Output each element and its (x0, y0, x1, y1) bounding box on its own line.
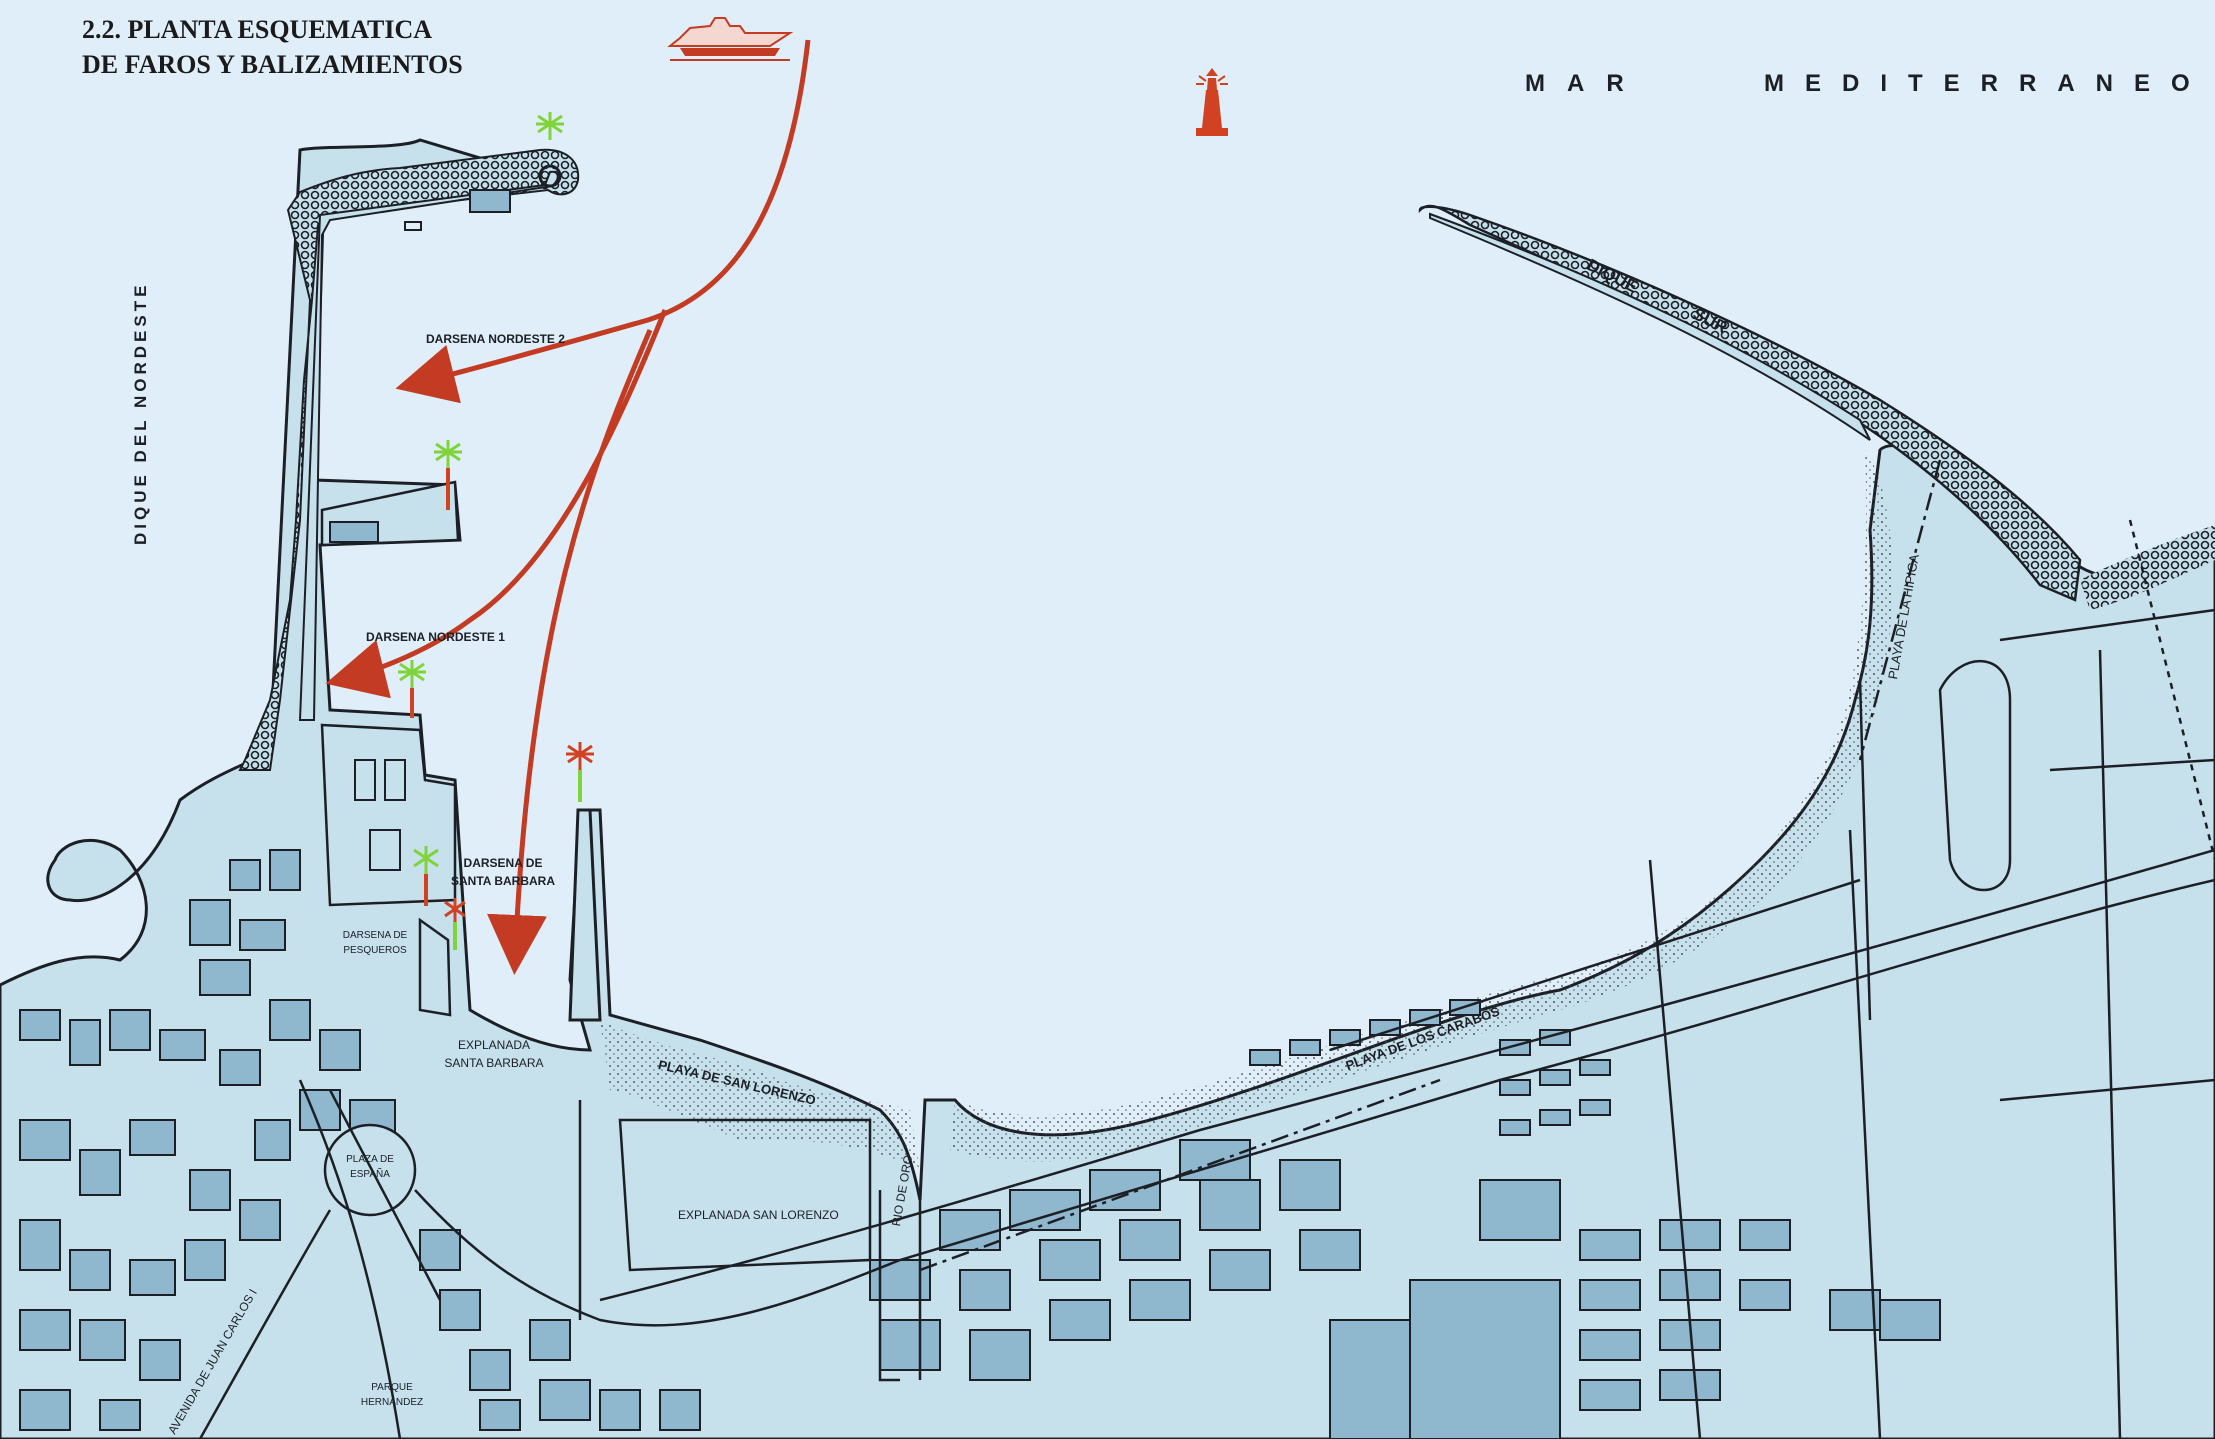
sea-label-mediterraneo: MEDITERRANEO (1764, 70, 2211, 97)
label-plaza-espana: PLAZA DE ESPAÑA (346, 1154, 394, 1180)
label-explanada-santa-barbara: EXPLANADA SANTA BARBARA (444, 1038, 544, 1070)
label-dique-nordeste: DIQUE DEL NORDESTE (131, 281, 150, 545)
green-beacon-icon-1 (536, 112, 564, 140)
map-title: 2.2. PLANTA ESQUEMATICA DE FAROS Y BALIZ… (82, 12, 463, 82)
ship-icon (667, 17, 794, 61)
label-explanada-san-lorenzo: EXPLANADA SAN LORENZO (678, 1208, 839, 1222)
title-line-2: DE FAROS Y BALIZAMIENTOS (82, 50, 463, 79)
green-beacon-icon-2 (434, 440, 462, 510)
title-line-1: 2.2. PLANTA ESQUEMATICA (82, 15, 433, 44)
lighthouse-icon (1196, 68, 1228, 136)
green-beacon-icon-3 (398, 660, 426, 718)
label-darsena-nordeste-2: DARSENA NORDESTE 2 (426, 332, 565, 346)
streets (198, 459, 2215, 1439)
east-coast-rocks (2080, 525, 2215, 610)
city-blocks (19, 849, 1941, 1439)
dique-nordeste-deck (298, 170, 559, 721)
playa-san-lorenzo-sand (600, 1020, 920, 1170)
navigation-routes (325, 39, 811, 975)
label-darsena-nordeste-1: DARSENA NORDESTE 1 (366, 630, 505, 644)
label-darsena-pesqueros: DARSENA DE PESQUEROS (342, 930, 408, 956)
route-to-santa-barbara (487, 329, 653, 975)
dique-nordeste-rocks (238, 148, 580, 771)
route-to-nordeste-2 (395, 39, 811, 404)
pier-pesqueros (418, 917, 452, 1017)
dique-sur-deck (1429, 212, 1871, 441)
red-beacon-icon-1 (566, 742, 594, 802)
red-beacon-icon-2 (444, 898, 466, 950)
label-parque-hernandez: PARQUE HERNANDEZ (360, 1382, 424, 1408)
route-to-nordeste-1 (325, 309, 668, 699)
sea-label-mar: MAR (1525, 70, 1646, 97)
green-beacon-icon-4 (413, 846, 439, 906)
label-darsena-santa-barbara: DARSENA DE SANTA BARBARA (451, 856, 555, 888)
